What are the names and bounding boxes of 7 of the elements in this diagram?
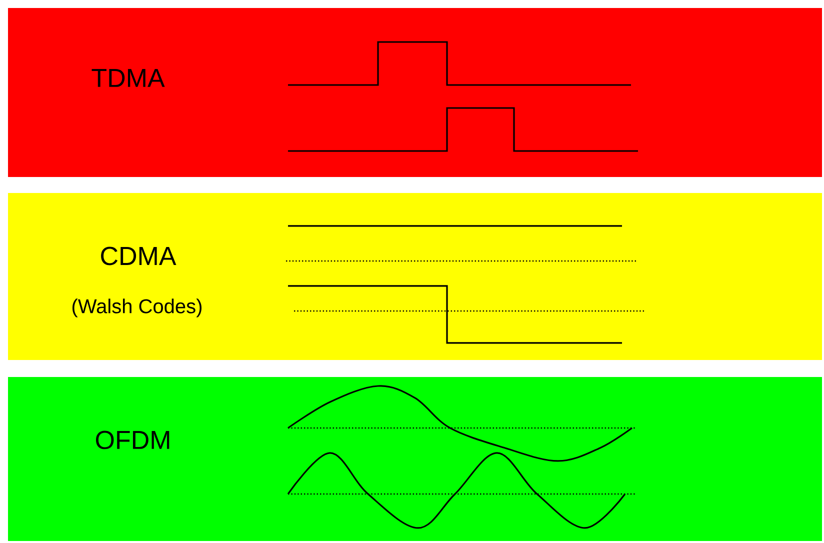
band xyxy=(8,377,822,541)
band-heading: OFDM xyxy=(96,430,170,450)
band-heading: CDMA xyxy=(101,246,176,266)
band xyxy=(8,193,822,360)
band xyxy=(8,8,822,177)
band-subtitle: (Walsh Codes) xyxy=(72,298,202,318)
band-heading: TDMA xyxy=(92,69,165,87)
